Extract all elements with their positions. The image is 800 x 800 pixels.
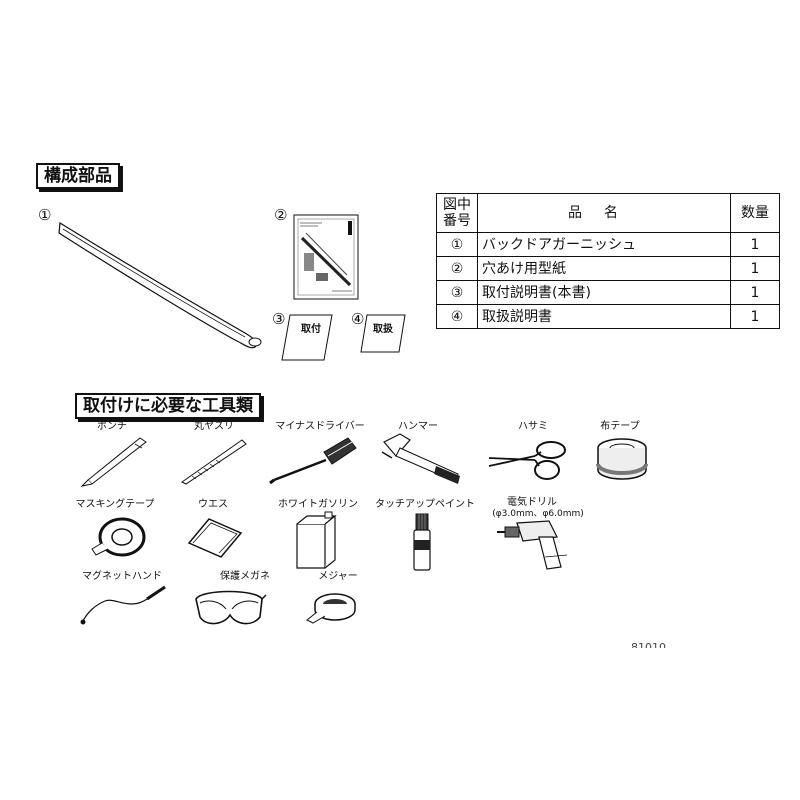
row-num: ④ [436,304,478,329]
tool-label-safety-glasses: 保護メガネ [220,571,270,582]
item-number-2: ② [274,206,288,224]
row-name: バックドアガーニッシュ [477,232,731,257]
tool-label-hammer: ハンマー [398,421,438,432]
row-qty: 1 [730,280,780,305]
tools-heading: 取付けに必要な工具類 [75,393,261,419]
touch-up-paint-icon [413,513,431,571]
white-gasoline-can-icon [296,511,337,569]
header-num-line2: 番号 [443,213,471,229]
tool-label-magnet-hand: マグネットハンド [82,571,162,582]
table-row: ② 穴あけ用型紙 1 [436,256,780,281]
tool-label-screwdriver: マイナスドライバー [275,421,365,432]
header-quantity: 数量 [730,193,780,233]
cloth-tape-icon [596,438,648,480]
tool-label-scissors: ハサミ [518,421,548,432]
row-name: 取付説明書(本書) [477,280,731,305]
hammer-icon [381,433,460,484]
row-num: ① [436,232,478,257]
round-file-icon [181,439,247,485]
tool-label-tape-measure: メジャー [318,571,358,582]
punch-icon [80,437,147,487]
table-row: ① バックドアガーニッシュ 1 [436,232,780,257]
tool-label-rag: ウエス [198,499,228,510]
masking-tape-icon [91,517,146,557]
item-number-1: ① [38,206,52,224]
row-qty: 1 [730,256,780,281]
tool-label-masking-tape: マスキングテープ [75,499,155,510]
drilling-template-illustration [293,214,359,300]
installation-manual-card [281,314,333,361]
electric-drill-icon [497,520,568,570]
row-qty: 1 [730,304,780,329]
tool-label-white-gasoline: ホワイトガソリン [278,499,358,510]
row-name: 穴あけ用型紙 [477,256,731,281]
row-name: 取扱説明書 [477,304,731,329]
safety-glasses-icon [195,590,267,625]
rag-icon [187,518,243,558]
table-row: ④ 取扱説明書 1 [436,304,780,329]
tape-measure-icon [306,593,356,624]
header-figure-number: 図中 番号 [436,193,478,233]
row-num: ③ [436,280,478,305]
components-heading: 構成部品 [36,163,120,189]
table-row: ③ 取付説明書(本書) 1 [436,280,780,305]
row-qty: 1 [730,232,780,257]
header-num-line1: 図中 [443,197,471,213]
header-part-name: 品名 [477,193,731,233]
tool-label-electric-drill: 電気ドリル [507,497,557,508]
owners-manual-card [360,314,406,353]
card-label-handling: 取扱 [373,324,393,335]
tool-sublabel-drill-sizes: (φ3.0mm、φ6.0mm) [492,509,584,519]
item-number-3: ③ [272,310,286,328]
flathead-screwdriver-icon [269,437,357,485]
tool-label-touch-up-paint: タッチアップペイント [375,499,475,510]
parts-table-header: 図中 番号 品名 数量 [436,193,780,233]
item-number-4: ④ [351,310,365,328]
tool-label-round-file: 丸ヤスリ [194,421,234,432]
back-door-garnish-illustration [58,221,262,349]
tool-label-punch: ポンチ [97,421,127,432]
scissors-icon [488,441,566,480]
document-code: 81010 [631,641,666,648]
row-num: ② [436,256,478,281]
tool-label-cloth-tape: 布テープ [600,421,640,432]
card-label-install: 取付 [301,324,321,335]
parts-table: 図中 番号 品名 数量 ① バックドアガーニッシュ 1 ② 穴あけ用型紙 1 ③… [436,193,780,329]
magnet-hand-icon [80,585,166,625]
